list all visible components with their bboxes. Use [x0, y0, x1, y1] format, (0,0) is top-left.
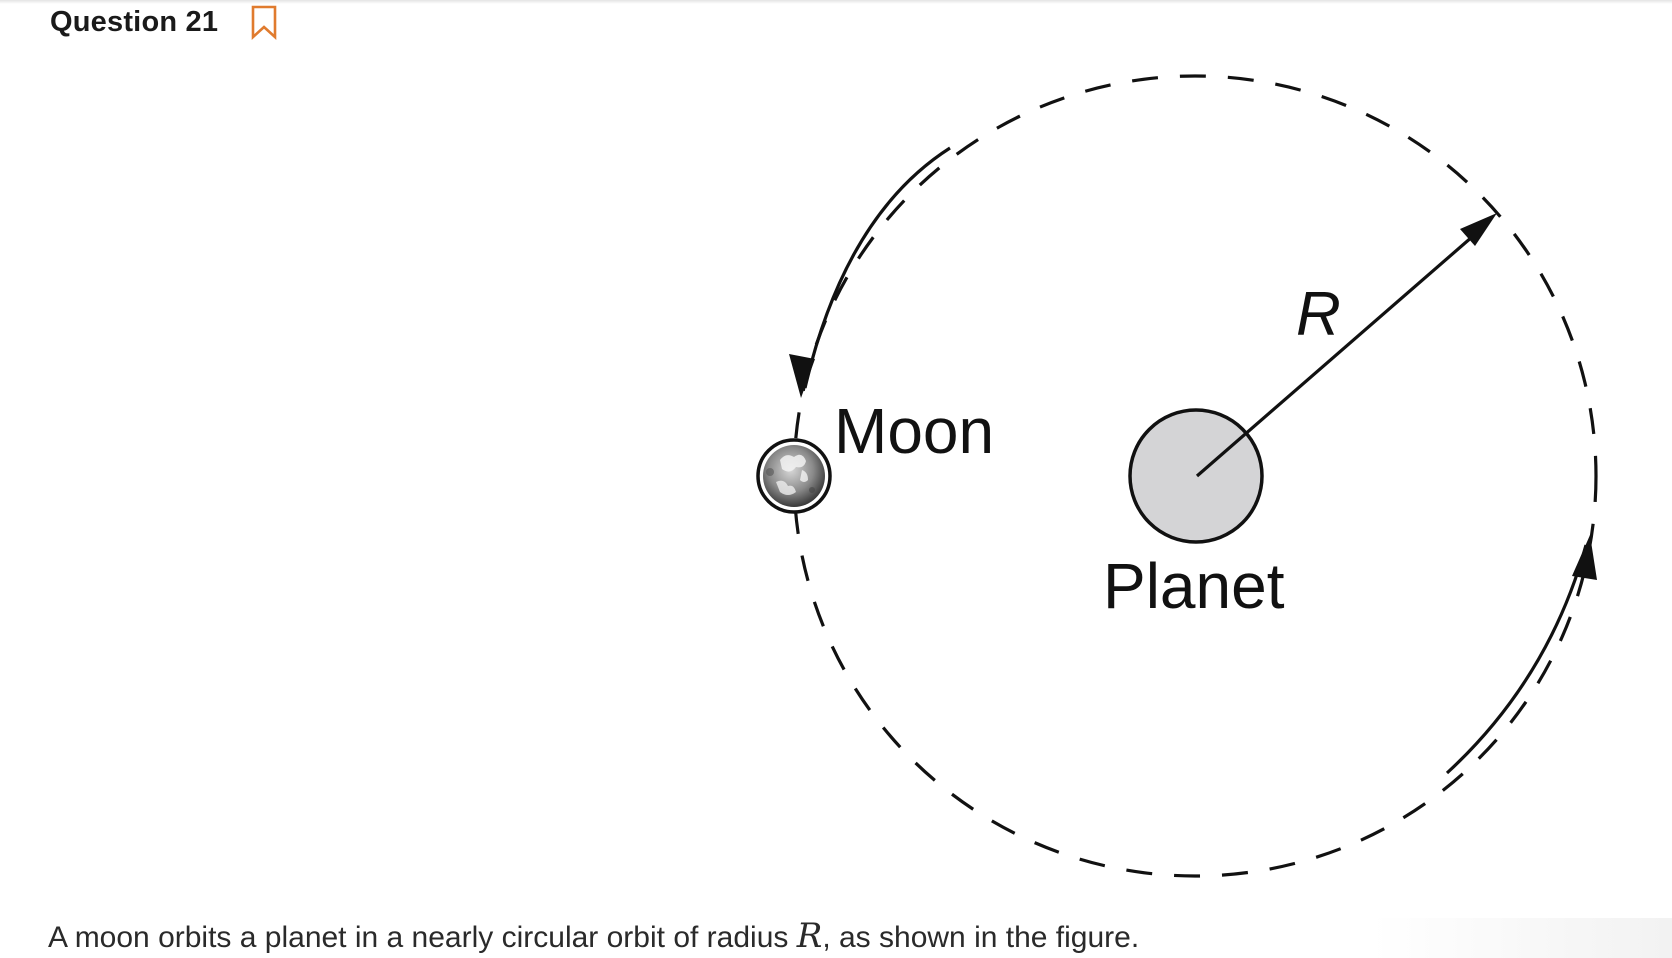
moon	[756, 438, 832, 514]
moon-label: Moon	[834, 395, 994, 467]
question-header: Question 21	[50, 2, 279, 42]
question-text-before: A moon orbits a planet in a nearly circu…	[48, 921, 797, 954]
radius-line	[1195, 228, 1482, 478]
orbit-diagram: Moon Planet R	[756, 74, 1598, 878]
arrowhead-lower	[1572, 535, 1597, 580]
orbit-direction-arrow-upper	[803, 146, 951, 389]
radius-arrowhead	[1460, 213, 1497, 246]
planet-label: Planet	[1103, 550, 1285, 622]
planet	[1128, 408, 1264, 544]
bookmark-outline-icon	[251, 5, 277, 40]
orbit-direction-arrow-lower	[1445, 544, 1588, 775]
scroll-fade	[1372, 918, 1672, 958]
bookmark-button[interactable]	[249, 3, 279, 41]
radius-variable: R	[796, 916, 823, 956]
arrowhead-upper	[789, 354, 815, 398]
radius-label: R	[1296, 280, 1341, 349]
question-text-after: , as shown in the figure.	[822, 921, 1140, 954]
question-number: Question 21	[50, 5, 219, 38]
orbit-figure: Moon Planet R	[756, 74, 1598, 878]
top-edge-shadow	[0, 0, 1672, 4]
question-prompt: A moon orbits a planet in a nearly circu…	[48, 916, 1139, 956]
